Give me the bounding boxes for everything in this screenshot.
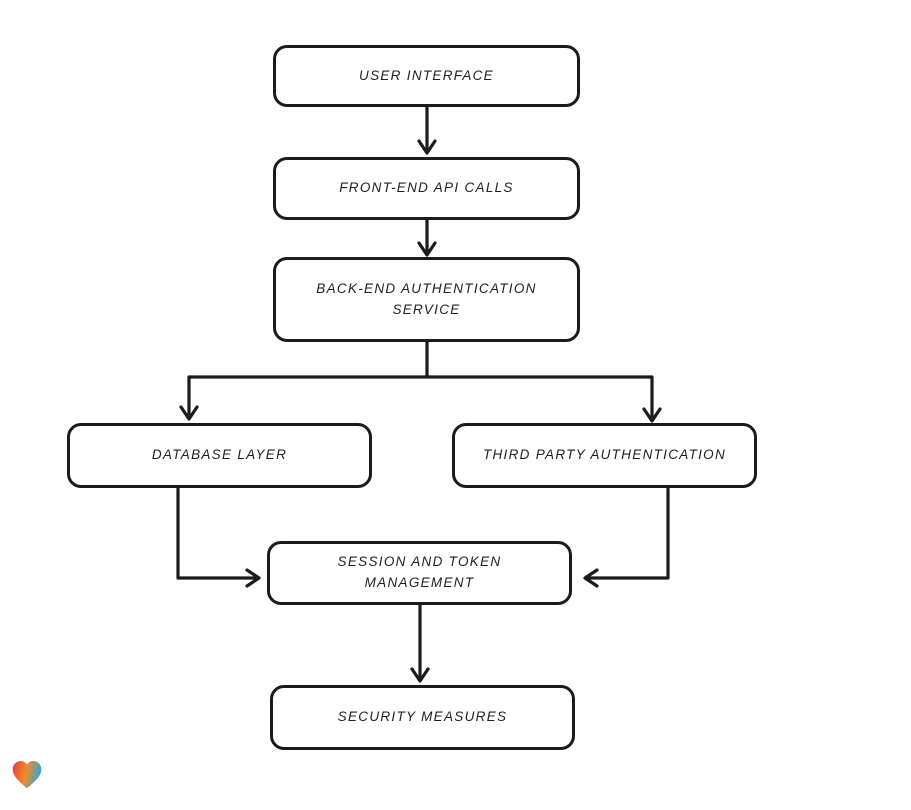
arrowhead-down-icon: [410, 667, 430, 683]
node-label: USER INTERFACE: [359, 67, 494, 83]
arrowhead-down-icon: [642, 407, 662, 423]
node-label: SECURITY MEASURES: [337, 709, 508, 725]
node-label: FRONT-END API CALLS: [339, 180, 514, 196]
edge-thirdparty-to-session: [586, 487, 670, 580]
arrowhead-right-icon: [245, 568, 261, 588]
node-security-measures: SECURITY MEASURES: [270, 685, 575, 750]
node-session-and-token-management: SESSION AND TOKEN MANAGEMENT: [267, 541, 572, 605]
node-third-party-authentication: THIRD PARTY AUTHENTICATION: [452, 423, 757, 488]
arrowhead-left-icon: [583, 568, 599, 588]
node-label: SESSION AND TOKEN MANAGEMENT: [337, 554, 502, 590]
edge-backend-split: [187, 340, 654, 418]
node-user-interface: USER INTERFACE: [273, 45, 580, 107]
heart-logo: [10, 758, 44, 792]
arrowhead-down-icon: [417, 139, 437, 155]
edge-database-to-session: [176, 487, 258, 580]
node-front-end-api-calls: FRONT-END API CALLS: [273, 157, 580, 220]
node-label: BACK-END AUTHENTICATION SERVICE: [316, 280, 537, 317]
arrowhead-down-icon: [179, 405, 199, 421]
heart-icon: [12, 760, 42, 789]
node-database-layer: DATABASE LAYER: [67, 423, 372, 488]
arrowhead-down-icon: [417, 241, 437, 257]
node-label: THIRD PARTY AUTHENTICATION: [482, 447, 727, 463]
node-label: DATABASE LAYER: [151, 447, 288, 463]
node-back-end-authentication-service: BACK-END AUTHENTICATION SERVICE: [273, 257, 580, 342]
